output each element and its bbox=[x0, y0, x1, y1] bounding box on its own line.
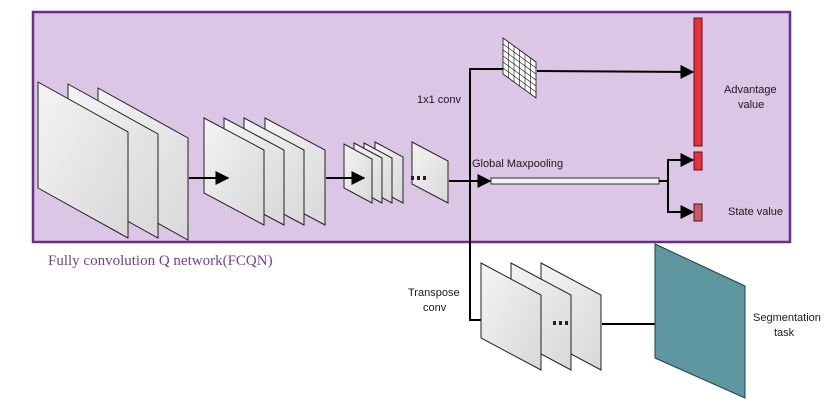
state-value-label: State value bbox=[728, 206, 783, 218]
conv1x1-label: 1x1 conv bbox=[417, 94, 462, 106]
feature-maps-stage3 bbox=[343, 141, 449, 204]
conv-grid-icon bbox=[502, 37, 537, 99]
ellipsis-icon-bottom bbox=[553, 321, 568, 325]
network-title: Fully convolution Q network(FCQN) bbox=[48, 253, 273, 269]
segmentation-label-line2: task bbox=[774, 327, 795, 339]
arrow-to-advantage bbox=[536, 64, 695, 79]
advantage-label-line1: Advantage bbox=[724, 84, 777, 96]
feature-maps-transpose bbox=[480, 262, 602, 371]
advantage-bar-small bbox=[693, 151, 703, 171]
transpose-label-line2: conv bbox=[423, 302, 447, 314]
advantage-bar bbox=[693, 17, 703, 147]
segmentation-label-line1: Segmentation bbox=[753, 312, 821, 324]
global-pool-label: Global Maxpooling bbox=[472, 158, 563, 170]
feature-maps-stage1 bbox=[37, 81, 189, 241]
segmentation-plane bbox=[654, 243, 746, 399]
state-value-bar bbox=[693, 203, 703, 222]
advantage-label-line2: value bbox=[738, 99, 764, 111]
ellipsis-icon bbox=[411, 176, 426, 180]
global-pool-bar bbox=[490, 177, 660, 185]
feature-maps-stage2 bbox=[203, 117, 326, 226]
transpose-label-line1: Transpose bbox=[408, 287, 460, 299]
